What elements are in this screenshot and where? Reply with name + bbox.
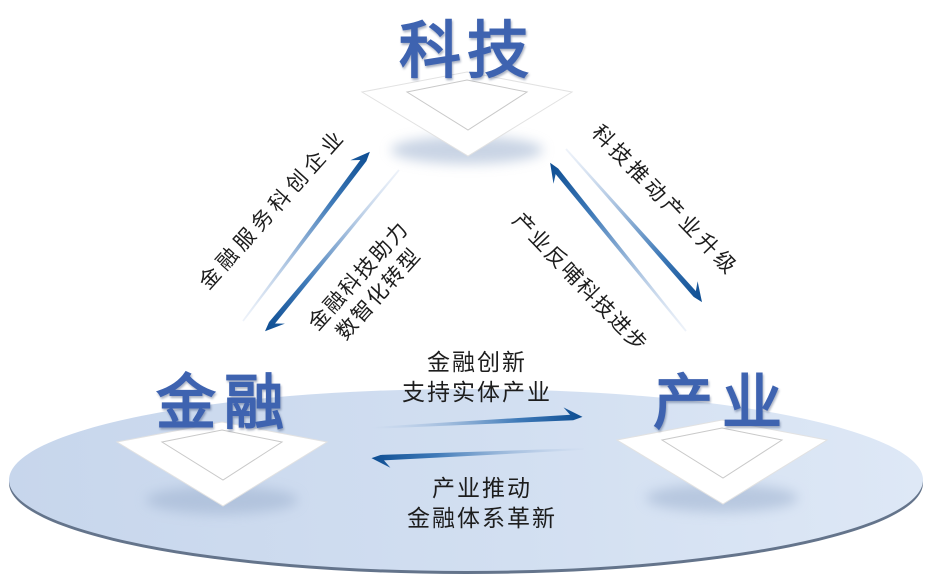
industry-platform-diamond xyxy=(615,419,829,512)
finance-platform-diamond xyxy=(115,421,329,514)
edge-label-line: 金融体系革新 xyxy=(407,505,557,531)
edge-label-line: 支持实体产业 xyxy=(402,379,552,405)
edge-label-line: 产业推动 xyxy=(432,475,532,501)
edge-label-line: 金融创新 xyxy=(427,349,527,375)
arrow-finance-to-tech xyxy=(242,151,370,322)
arrow-finance-to-industry xyxy=(371,407,583,429)
edge-label-finance-to-industry: 金融创新 支持实体产业 xyxy=(402,347,552,407)
edge-label-industry-to-finance: 产业推动 金融体系革新 xyxy=(407,473,557,533)
node-label-tech: 科技 xyxy=(398,17,536,86)
node-label-industry: 产业 xyxy=(653,369,791,437)
arrow-industry-to-tech xyxy=(550,162,687,332)
tech-platform-diamond xyxy=(360,71,574,164)
node-label-finance: 金融 xyxy=(156,369,292,437)
arrow-tech-to-finance xyxy=(265,169,400,332)
arrow-industry-to-finance xyxy=(371,448,584,468)
arrow-tech-to-industry xyxy=(565,148,702,303)
